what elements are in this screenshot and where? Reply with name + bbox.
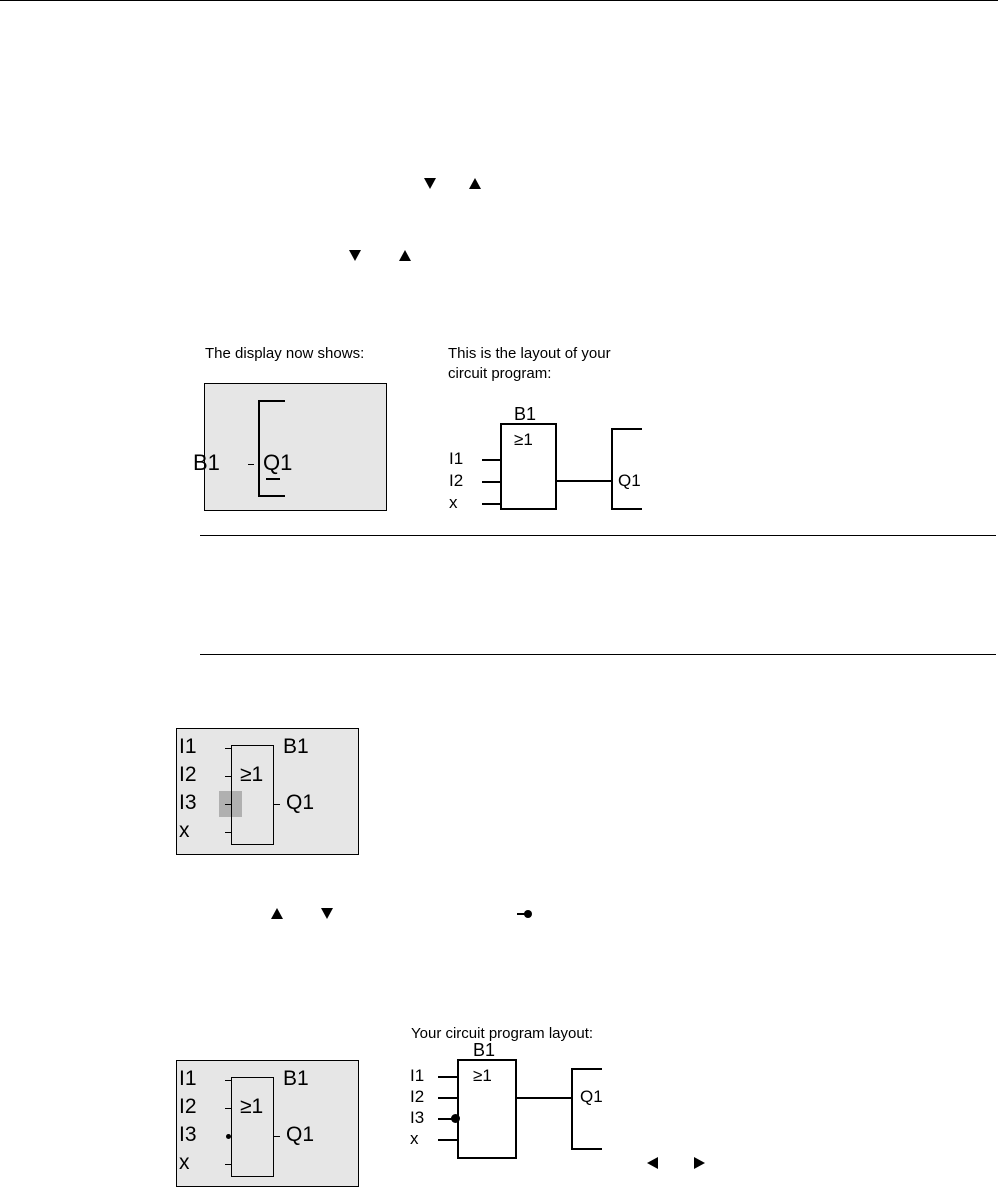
input-label: I1 xyxy=(410,1066,425,1085)
output-bracket xyxy=(611,428,613,510)
input-label: I2 xyxy=(179,1095,197,1118)
block-name: B1 xyxy=(473,1040,496,1060)
block-name: B1 xyxy=(514,404,537,424)
layout-caption: Your circuit program layout: xyxy=(411,1025,594,1042)
input-label: I3 xyxy=(410,1108,425,1127)
input-label: I2 xyxy=(449,471,464,490)
block-label: B1 xyxy=(283,1067,309,1090)
output-bracket xyxy=(258,400,260,497)
right-arrow-icon xyxy=(694,1157,705,1169)
down-arrow-icon xyxy=(321,908,333,919)
input-label: I1 xyxy=(179,1067,197,1090)
output-label: Q1 xyxy=(263,450,293,475)
block-label: B1 xyxy=(283,735,309,758)
input-label: I3 xyxy=(179,791,197,814)
note-top-rule xyxy=(200,535,996,536)
output-label: Q1 xyxy=(286,1123,315,1146)
or-function: ≥1 xyxy=(473,1066,492,1085)
output-bracket xyxy=(571,1068,573,1150)
negation-dot xyxy=(226,1134,231,1139)
input-label: x xyxy=(449,493,458,512)
output-label: Q1 xyxy=(286,791,315,814)
cursor xyxy=(266,478,280,480)
input-label: x xyxy=(179,819,190,842)
page-top-rule xyxy=(0,0,998,1)
connection-line xyxy=(556,480,613,482)
input-label: I1 xyxy=(179,735,197,758)
note-bottom-rule xyxy=(200,654,996,655)
or-block xyxy=(457,1059,517,1159)
lcd-display-3: I1 I2 I3 x ≥1 B1 Q1 xyxy=(176,1060,359,1187)
display-caption: The display now shows: xyxy=(205,345,365,362)
or-block xyxy=(231,745,274,845)
connection-line xyxy=(516,1097,573,1099)
layout-caption-line2: circuit program: xyxy=(448,365,552,382)
up-arrow-icon xyxy=(399,250,411,261)
or-block xyxy=(500,423,557,510)
layout-caption-line1: This is the layout of your xyxy=(448,345,611,362)
block-label: B1 xyxy=(193,450,220,475)
input-label: x xyxy=(410,1129,419,1148)
input-label: x xyxy=(179,1151,190,1174)
input-label: I2 xyxy=(179,763,197,786)
lcd-display-1: B1 Q1 xyxy=(193,383,387,511)
left-arrow-icon xyxy=(647,1157,658,1169)
or-block xyxy=(231,1077,274,1177)
negation-dot xyxy=(451,1114,460,1123)
up-arrow-icon xyxy=(469,178,481,189)
up-arrow-icon xyxy=(271,908,283,919)
output-label: Q1 xyxy=(618,471,641,490)
input-label: I2 xyxy=(410,1087,425,1106)
down-arrow-icon xyxy=(424,178,436,189)
or-function: ≥1 xyxy=(514,430,533,449)
output-label: Q1 xyxy=(580,1087,603,1106)
or-function: ≥1 xyxy=(240,1095,264,1118)
or-function: ≥1 xyxy=(240,763,264,786)
down-arrow-icon xyxy=(349,250,361,261)
input-label: I1 xyxy=(449,449,464,468)
lcd-display-2: I1 I2 I3 x ≥1 B1 Q1 xyxy=(176,728,359,855)
input-label: I3 xyxy=(179,1123,197,1146)
